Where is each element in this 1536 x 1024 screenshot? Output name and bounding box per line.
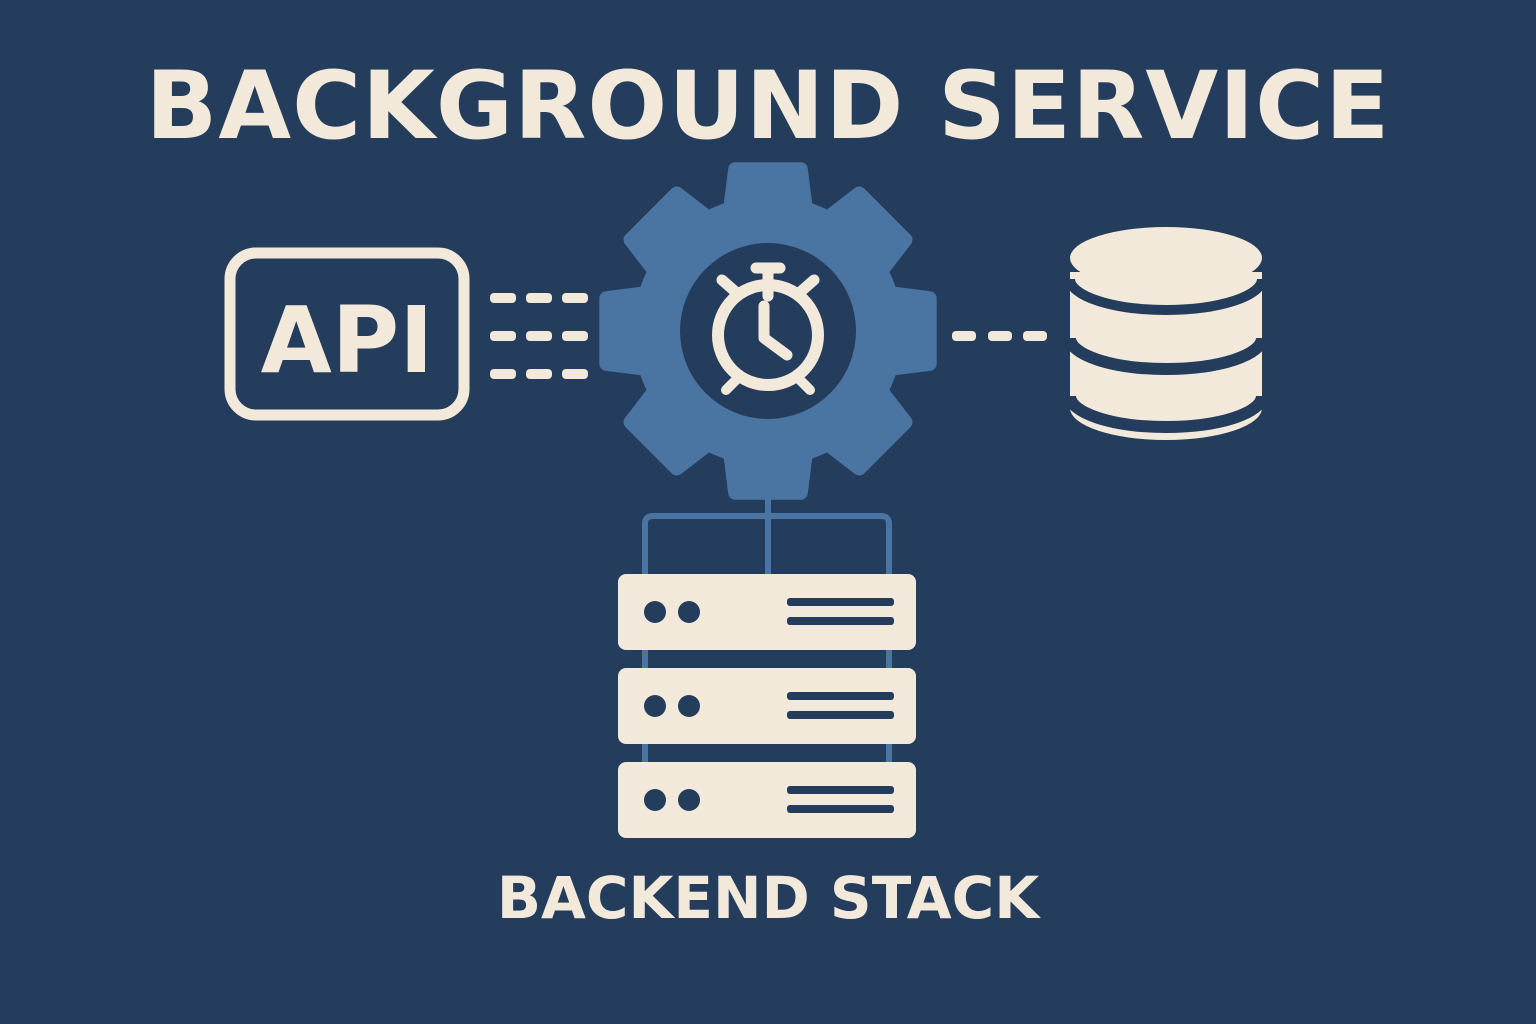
server-led-icon (644, 601, 666, 623)
api-connector-lines (490, 293, 588, 379)
server-slot-line (787, 786, 894, 794)
server-stack-icon (618, 574, 916, 838)
database-connector-line (952, 331, 1047, 341)
alarm-clock-icon (712, 262, 824, 395)
diagram-subtitle: BACKEND STACK (496, 864, 1040, 932)
diagram-title: BACKGROUND SERVICE (145, 52, 1391, 161)
database-icon (1064, 227, 1268, 440)
server-slot-line (787, 711, 894, 719)
api-label: API (261, 287, 434, 394)
server-unit (618, 762, 916, 838)
server-led-icon (678, 695, 700, 717)
server-slot-line (787, 598, 894, 606)
server-led-icon (678, 789, 700, 811)
server-slot-line (787, 805, 894, 813)
server-unit (618, 668, 916, 744)
server-slot-line (787, 692, 894, 700)
server-slot-line (787, 617, 894, 625)
api-box-icon: API (224, 247, 470, 421)
server-unit (618, 574, 916, 650)
server-led-icon (678, 601, 700, 623)
server-led-icon (644, 695, 666, 717)
server-led-icon (644, 789, 666, 811)
